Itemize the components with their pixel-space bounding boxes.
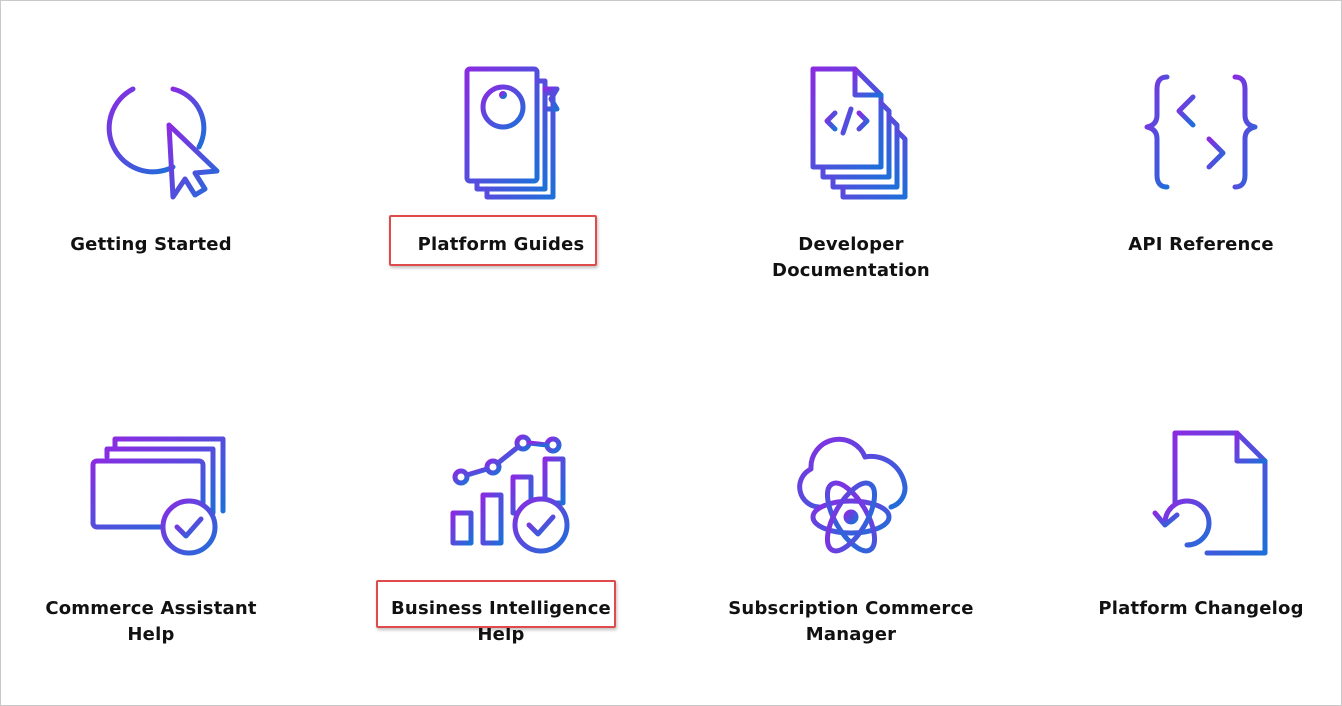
tile-business-intelligence-help[interactable]: Business Intelligence Help — [351, 365, 651, 665]
tile-developer-documentation[interactable]: Developer Documentation — [701, 1, 1001, 301]
changelog-document-icon — [1131, 427, 1271, 567]
info-notebook-icon — [431, 63, 571, 203]
tile-label: Platform Guides — [417, 234, 585, 255]
tile-label: API Reference — [1128, 234, 1274, 255]
cards-check-icon — [81, 427, 226, 567]
tile-label-line2: Documentation — [772, 260, 930, 281]
tile-label-line2: Help — [127, 624, 175, 645]
tile-label: Business Intelligence — [391, 598, 611, 619]
code-document-icon — [781, 63, 921, 203]
chart-check-icon — [431, 427, 571, 567]
tile-subscription-commerce-manager[interactable]: Subscription Commerce Manager — [701, 365, 1001, 665]
tile-label-line2: Manager — [805, 624, 897, 645]
tile-label: Commerce Assistant — [45, 598, 257, 619]
tile-commerce-assistant-help[interactable]: Commerce Assistant Help — [1, 365, 301, 665]
tile-label: Developer — [798, 234, 904, 255]
tile-label: Getting Started — [70, 234, 232, 255]
power-cursor-icon — [81, 63, 221, 203]
tile-api-reference[interactable]: API Reference — [1051, 1, 1342, 301]
tile-label-line2: Help — [477, 624, 525, 645]
tile-platform-changelog[interactable]: Platform Changelog — [1051, 365, 1342, 665]
cloud-atom-icon — [781, 427, 921, 567]
tile-label: Platform Changelog — [1098, 598, 1304, 619]
tile-getting-started[interactable]: Getting Started — [1, 1, 301, 301]
tile-label: Subscription Commerce — [728, 598, 974, 619]
tile-platform-guides[interactable]: Platform Guides — [351, 1, 651, 301]
api-braces-arrows-icon — [1131, 63, 1271, 203]
